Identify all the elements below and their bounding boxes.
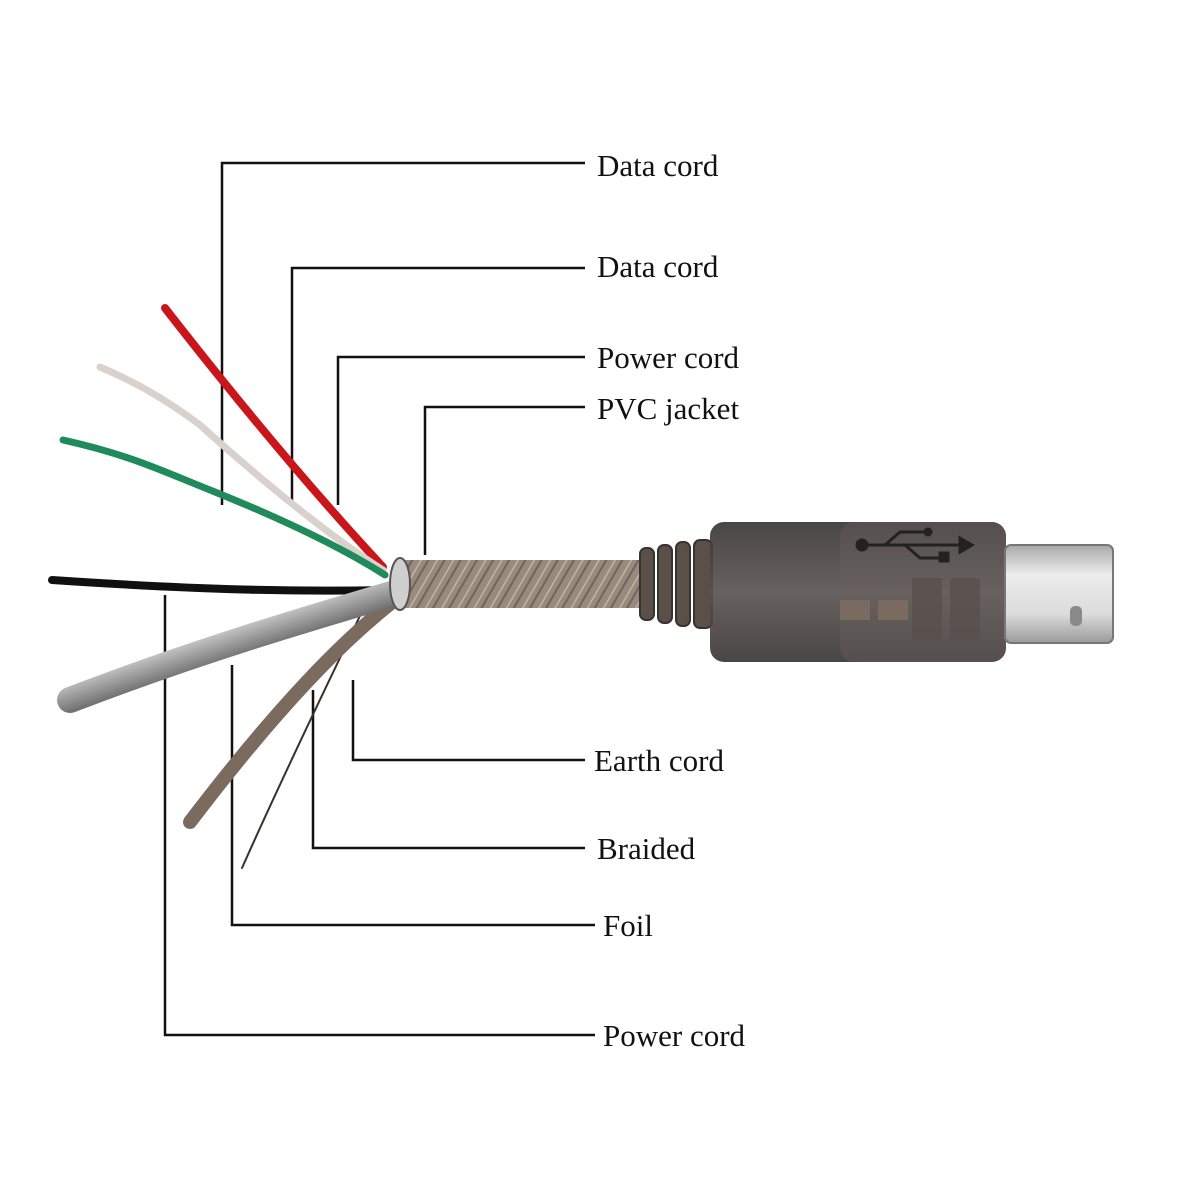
green-wire bbox=[59, 436, 389, 579]
label-foil: Foil bbox=[603, 908, 653, 943]
cable-jacket bbox=[389, 557, 655, 611]
leader-line-power-cord-top bbox=[336, 355, 585, 505]
label-power-cord-bottom: Power cord bbox=[603, 1018, 746, 1053]
strain-relief bbox=[639, 539, 713, 629]
leader-line-pvc-jacket bbox=[423, 405, 585, 555]
black-wire bbox=[48, 576, 394, 595]
leader-line-earth-cord bbox=[351, 680, 585, 762]
label-pvc-jacket: PVC jacket bbox=[597, 391, 740, 426]
leader-lines bbox=[163, 161, 595, 1037]
label-data-cord-2: Data cord bbox=[597, 249, 719, 284]
red-wire bbox=[161, 304, 387, 571]
label-earth-cord: Earth cord bbox=[594, 743, 724, 778]
connector-housing bbox=[710, 522, 1006, 662]
usb-symbol-icon bbox=[855, 527, 975, 563]
foil-wrap bbox=[57, 577, 418, 713]
label-braided: Braided bbox=[597, 831, 696, 866]
leader-line-braided bbox=[311, 690, 585, 850]
leader-line-data-cord-2 bbox=[290, 266, 585, 505]
leader-line-data-cord-1 bbox=[220, 161, 585, 505]
white-wire bbox=[96, 363, 387, 574]
leader-line-power-cord-bottom bbox=[163, 595, 595, 1037]
loose-wires bbox=[48, 304, 418, 869]
label-power-cord-top: Power cord bbox=[597, 340, 740, 375]
leader-line-foil bbox=[230, 665, 595, 927]
usb-b-plug bbox=[1004, 544, 1114, 644]
braided-wire bbox=[183, 593, 402, 829]
label-data-cord-1: Data cord bbox=[597, 148, 719, 183]
